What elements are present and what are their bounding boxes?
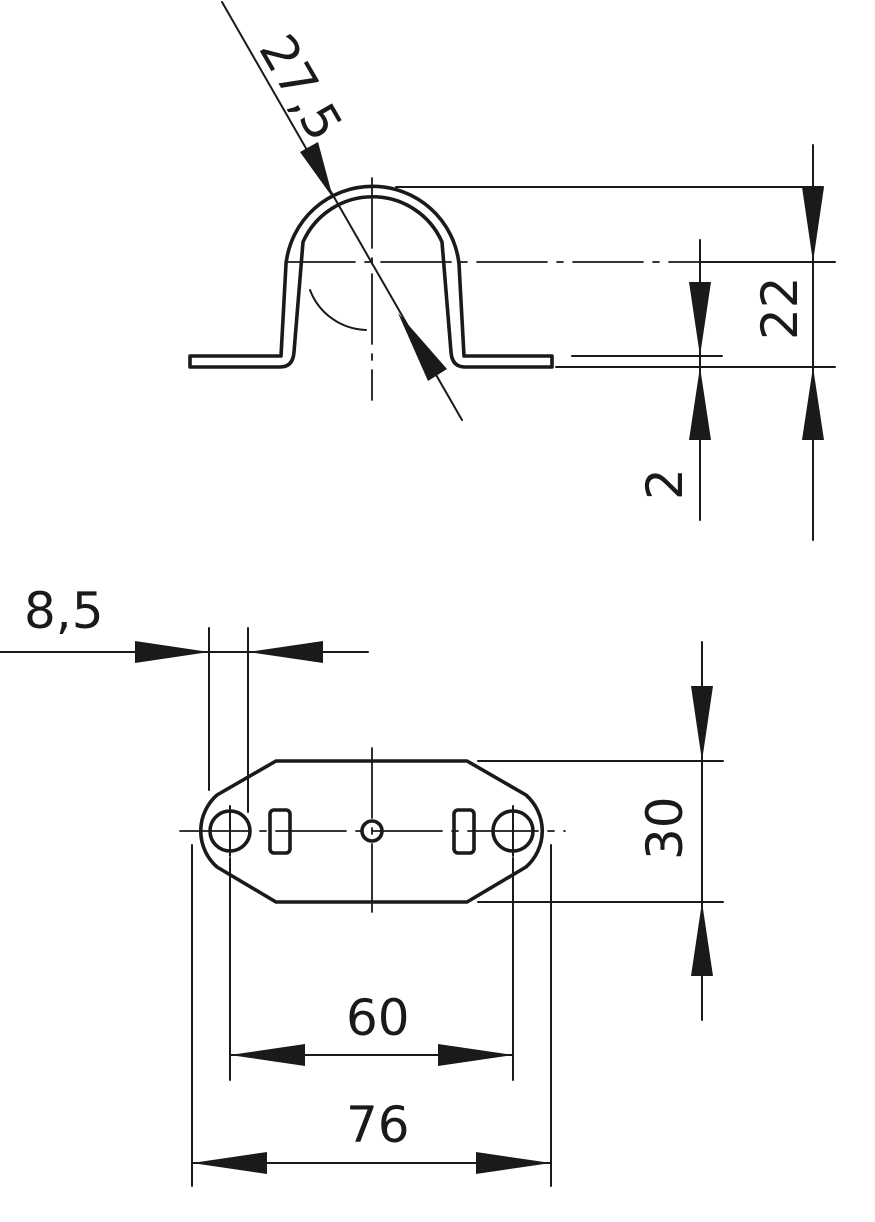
- spacing-label: 60: [346, 989, 410, 1047]
- offset-arrow-left: [135, 641, 209, 663]
- thickness-arrow-top: [689, 282, 711, 356]
- length-arrow-right: [476, 1152, 551, 1174]
- length-arrow-left: [192, 1152, 267, 1174]
- diameter-arrow-top: [300, 142, 333, 198]
- thickness-label: 2: [636, 468, 694, 500]
- width-arrow-bottom: [691, 902, 713, 976]
- side-view: 27,5 22 2: [188, 1, 836, 541]
- height-arrow-top: [802, 187, 824, 262]
- right-slot: [452, 808, 476, 855]
- height-arrow-bottom: [802, 367, 824, 440]
- diameter-label: 27,5: [248, 25, 354, 150]
- height-label: 22: [751, 276, 809, 340]
- hidden-bore-arc: [309, 289, 367, 331]
- offset-label: 8,5: [24, 582, 104, 640]
- spacing-arrow-left: [230, 1044, 305, 1066]
- left-slot: [268, 808, 292, 855]
- thickness-arrow-bottom: [689, 367, 711, 440]
- diameter-arrow-bottom: [398, 313, 447, 381]
- plate-outline: [199, 759, 544, 904]
- top-view: 8,5 30 60 76: [0, 582, 724, 1187]
- clamp-outer-profile: [188, 184, 554, 369]
- length-label: 76: [346, 1096, 410, 1154]
- width-arrow-top: [691, 686, 713, 761]
- width-label: 30: [636, 796, 694, 860]
- offset-arrow-right: [248, 641, 323, 663]
- spacing-arrow-right: [438, 1044, 513, 1066]
- center-hole: [360, 819, 384, 843]
